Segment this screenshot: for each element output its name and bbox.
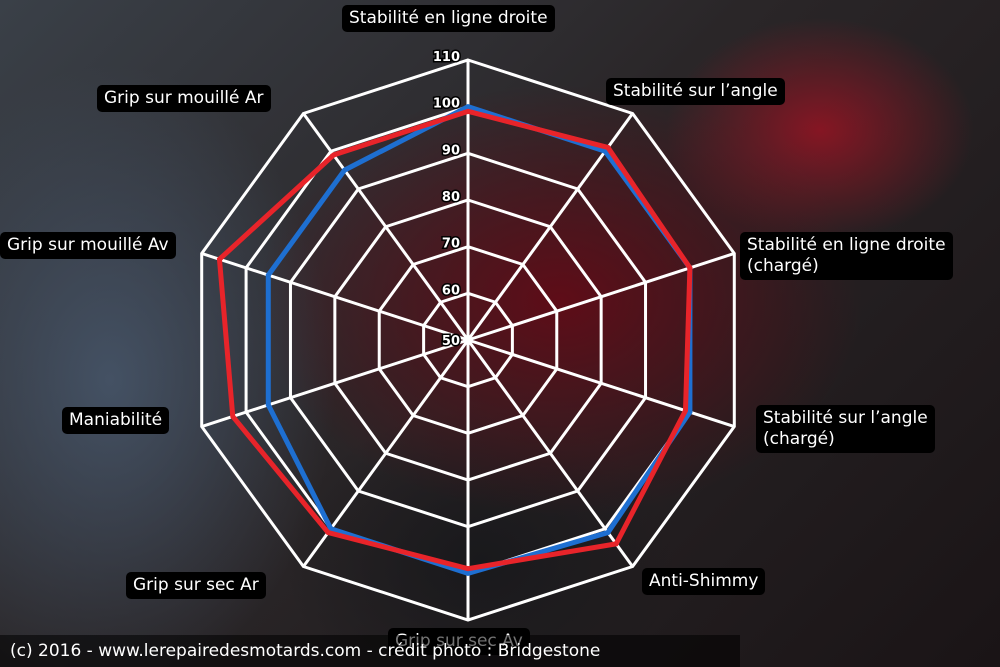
axis-label-line: Stabilité en ligne droite [747, 235, 946, 255]
radar-series [216, 103, 693, 576]
axis-label: Grip sur mouillé Ar [97, 85, 271, 112]
radar-grid [200, 58, 736, 622]
axis-label-line: Grip sur sec Ar [133, 575, 259, 595]
photo-credit: (c) 2016 - www.lerepairedesmotards.com -… [0, 635, 740, 667]
axis-label: Stabilité en ligne droite [342, 5, 555, 32]
axis-label: Grip sur mouillé Av [0, 232, 176, 259]
grid-spoke [201, 338, 469, 428]
axis-label-line: Maniabilité [69, 410, 163, 430]
axis-label: Stabilité sur l’angle(chargé) [756, 405, 935, 453]
axis-label-line: (chargé) [763, 429, 835, 449]
axis-label: Stabilité en ligne droite(chargé) [740, 232, 953, 280]
axis-label-line: Anti-Shimmy [649, 571, 759, 591]
axis-label: Maniabilité [62, 407, 170, 434]
grid-spoke [302, 112, 470, 341]
tick-label: 50 [442, 334, 460, 349]
axis-label: Stabilité sur l’angle [606, 78, 785, 105]
radial-tick-labels: 50 60 70 80 90 100 110 [431, 49, 461, 351]
tick-label: 70 [442, 237, 460, 252]
tick-label: 100 [433, 97, 460, 112]
axis-label-line: (chargé) [747, 256, 819, 276]
tick-label: 60 [442, 283, 460, 298]
tick-label: 110 [433, 50, 460, 65]
axis-label: Anti-Shimmy [642, 568, 766, 595]
axis-label-line: Stabilité sur l’angle [613, 81, 778, 101]
axis-label-line: Stabilité en ligne droite [349, 8, 548, 28]
axis-label-line: Grip sur mouillé Av [7, 235, 169, 255]
tick-label: 90 [442, 143, 460, 158]
grid-spoke [201, 252, 469, 342]
grid-spoke [466, 339, 634, 568]
axis-label-line: Grip sur mouillé Ar [104, 88, 264, 108]
series-line [216, 108, 693, 572]
axis-label-line: Stabilité sur l’angle [763, 408, 928, 428]
axis-label: Grip sur sec Ar [126, 572, 266, 599]
tick-label: 80 [442, 190, 460, 205]
